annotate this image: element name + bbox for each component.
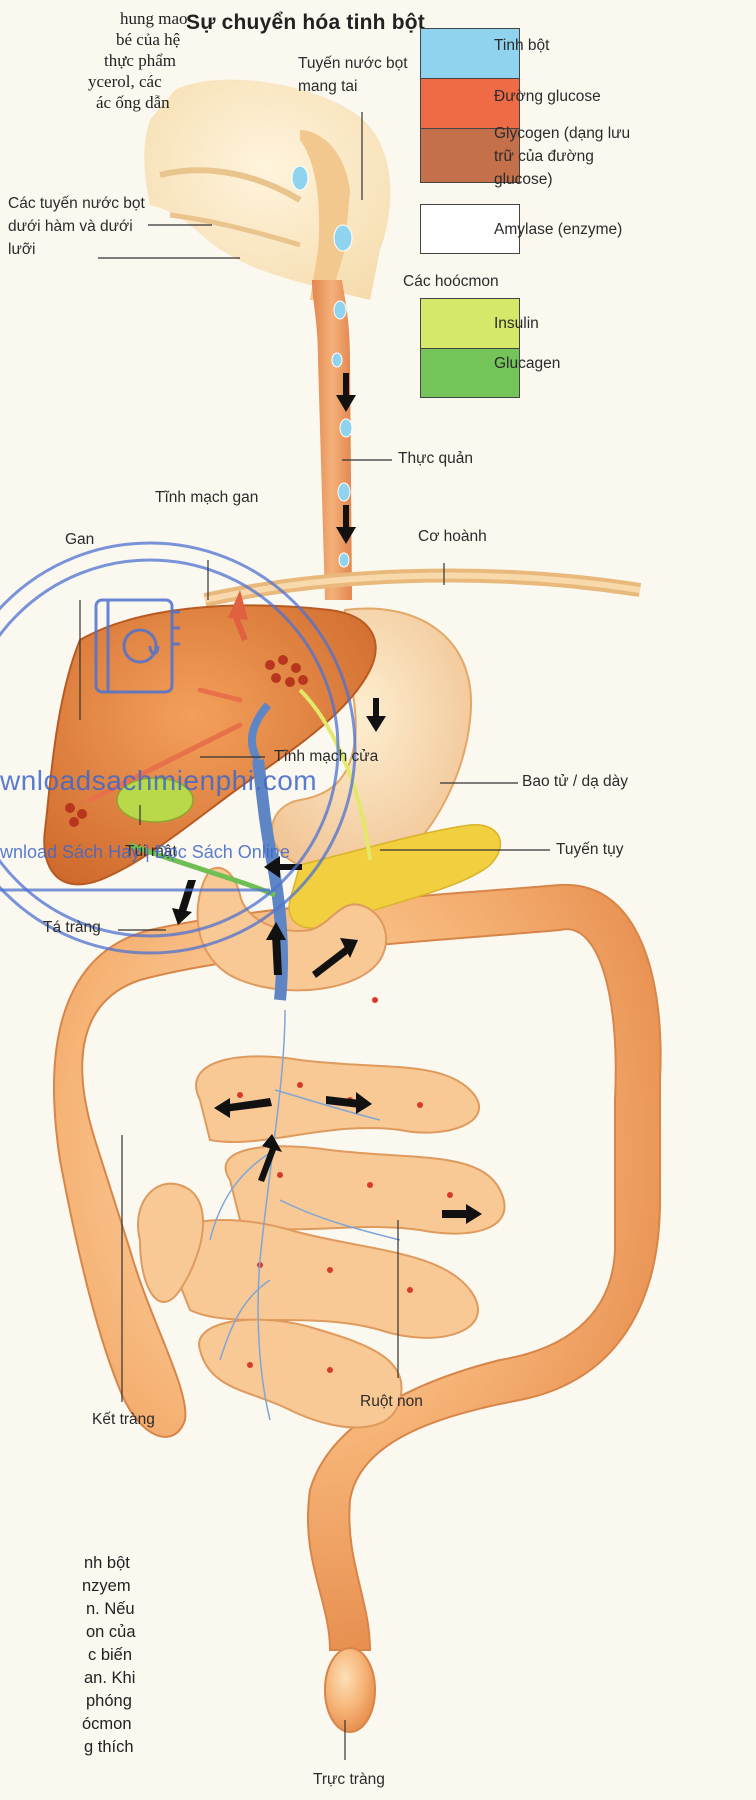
label-esophagus: Thực quản — [398, 449, 473, 469]
watermark-subtitle: wnload Sách Hay | Đọc Sách Online — [0, 842, 290, 863]
legend-label-glucose: Đường glucose — [494, 87, 601, 107]
label-diaphragm: Cơ hoành — [418, 527, 487, 547]
text-line: phóng — [0, 1690, 136, 1713]
label-liver: Gan — [65, 530, 94, 550]
label-parotid-gland: Tuyến nước bọt mang tai — [298, 52, 414, 98]
legend-label-insulin: Insulin — [494, 314, 539, 334]
diagram-title: Sự chuyển hóa tinh bột — [186, 11, 425, 35]
text-line: ócmon — [0, 1713, 136, 1736]
label-duodenum: Tá tràng — [43, 918, 101, 938]
label-rectum: Trực tràng — [313, 1770, 385, 1790]
label-stomach: Bao tử / dạ dày — [522, 772, 628, 792]
top-left-text-block: hung mao bé của hệ thực phẩm ycerol, các… — [40, 8, 188, 113]
text-line: on của — [0, 1621, 136, 1644]
legend-hormones-heading: Các hoócmon — [403, 272, 499, 292]
esophagus-tube — [312, 280, 352, 600]
text-line: nh bột — [0, 1552, 136, 1575]
text-line: c biến — [0, 1644, 136, 1667]
bottom-left-text-block: nh bột nzyem n. Nếu on của c biến an. Kh… — [0, 1552, 136, 1759]
legend-label-starch: Tinh bột — [494, 36, 549, 56]
label-portal-vein: Tĩnh mạch cửa — [274, 747, 378, 767]
text-line: n. Nếu — [0, 1598, 136, 1621]
text-line: ycerol, các — [40, 71, 188, 92]
text-line: ác ống dẫn — [40, 92, 188, 113]
text-line: an. Khi — [0, 1667, 136, 1690]
watermark-url: wnloadsachmienphi.com — [0, 765, 317, 797]
label-pancreas: Tuyến tụy — [556, 840, 624, 860]
text-line: hung mao — [40, 8, 188, 29]
text-line: nzyem — [0, 1575, 136, 1598]
label-hepatic-vein: Tĩnh mạch gan — [155, 488, 258, 508]
legend-label-glycogen: Glycogen (dạng lưu trữ của đường glucose… — [494, 122, 654, 191]
legend-label-amylase: Amylase (enzyme) — [494, 220, 622, 240]
text-line: g thích — [0, 1736, 136, 1759]
label-colon: Kết tràng — [92, 1410, 155, 1430]
text-line: thực phẩm — [40, 50, 188, 71]
label-small-intestine: Ruột non — [360, 1392, 423, 1412]
label-sublingual-glands: Các tuyến nước bọt dưới hàm và dưới lưỡi — [8, 192, 158, 261]
legend-hormones — [420, 298, 520, 398]
text-line: bé của hệ — [40, 29, 188, 50]
legend-label-glucagen: Glucagen — [494, 354, 560, 374]
